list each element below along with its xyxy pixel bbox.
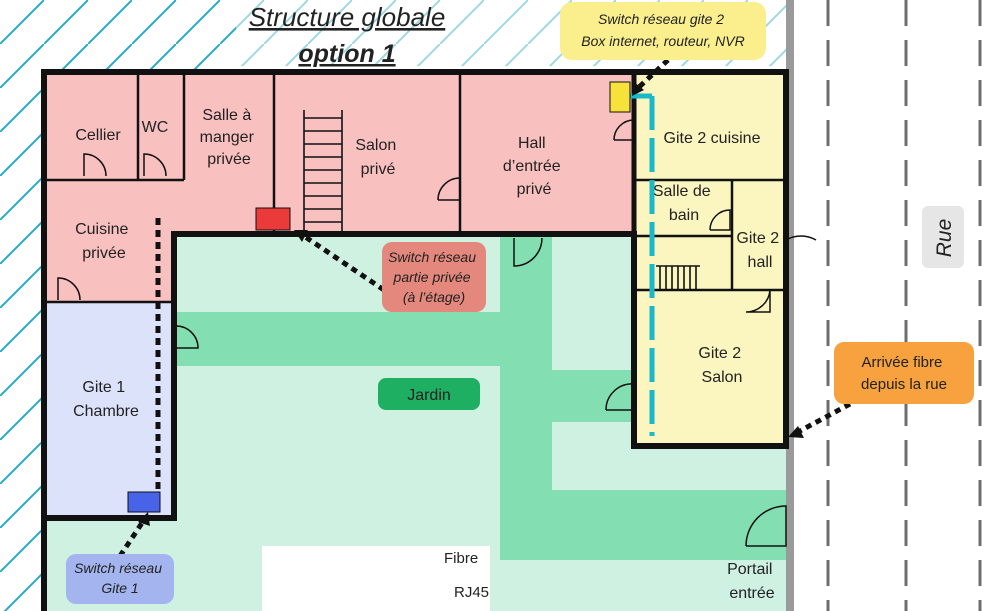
callout-arrows [117, 58, 852, 558]
switch-gite2 [609, 81, 631, 113]
room-cellier: Cellier [75, 127, 121, 144]
gite2-area [634, 72, 786, 446]
street-label: Rue [933, 219, 956, 258]
private-area [46, 72, 634, 302]
gite1-area [46, 302, 174, 518]
garden-path-2 [500, 232, 552, 490]
switch-gite1 [127, 491, 161, 513]
callout-switch-gite1 [66, 554, 174, 604]
callout-switch-gite2-text: Switch réseau gite 2 Box internet, route… [581, 11, 744, 49]
legend: Fibre RJ45 [262, 546, 490, 611]
jardin-label: Jardin [407, 387, 451, 404]
room-wc: WC [142, 119, 169, 136]
room-hall-prive: Hall d’entrée privé [503, 135, 565, 198]
callout-switch-gite1-text: Switch réseau Gite 1 [74, 560, 166, 596]
legend-rj45-label: RJ45 [454, 584, 489, 601]
room-salle-bain: Salle de bain [653, 183, 715, 224]
callout-arrowheads [138, 82, 804, 526]
room-portail: Portail entrée [727, 561, 777, 602]
callout-switch-prive-text: Switch réseau partie privée (à l’étage) [388, 249, 480, 305]
callout-arrivee-fibre-text: Arrivée fibre depuis la rue [861, 354, 947, 393]
page-subtitle: option 1 [298, 40, 395, 68]
switch-prive [255, 207, 291, 231]
page-title: Structure globale [249, 2, 446, 32]
callout-switch-gite2 [560, 2, 766, 60]
legend-fibre-label: Fibre [444, 550, 478, 567]
room-cuisine-privee: Cuisine privée [75, 221, 133, 262]
room-salon-prive: Salon privé [355, 137, 400, 178]
room-salle-manger: Salle à manger privée [200, 107, 259, 168]
door-swings [57, 119, 817, 547]
street [788, 0, 1000, 611]
rj45-cable [155, 83, 610, 498]
street-label-badge [922, 206, 964, 268]
garden-path-1 [174, 312, 500, 366]
stairs-gite2 [656, 265, 700, 291]
room-gite1-chambre: Gite 1 Chambre [73, 379, 139, 420]
jardin-badge [378, 378, 480, 410]
room-gite2-cuisine: Gite 2 cuisine [664, 130, 761, 147]
room-gite2-salon: Gite 2 Salon [698, 345, 745, 386]
room-labels: Cellier WC Salle à manger privée Salon p… [73, 107, 783, 602]
stairs-private [303, 110, 343, 232]
garden-path-4 [500, 490, 788, 560]
callout-arrivee-fibre [834, 342, 974, 404]
callout-switch-prive [382, 242, 486, 312]
garden-path-3 [552, 370, 634, 422]
room-gite2-hall: Gite 2 hall [736, 230, 783, 271]
